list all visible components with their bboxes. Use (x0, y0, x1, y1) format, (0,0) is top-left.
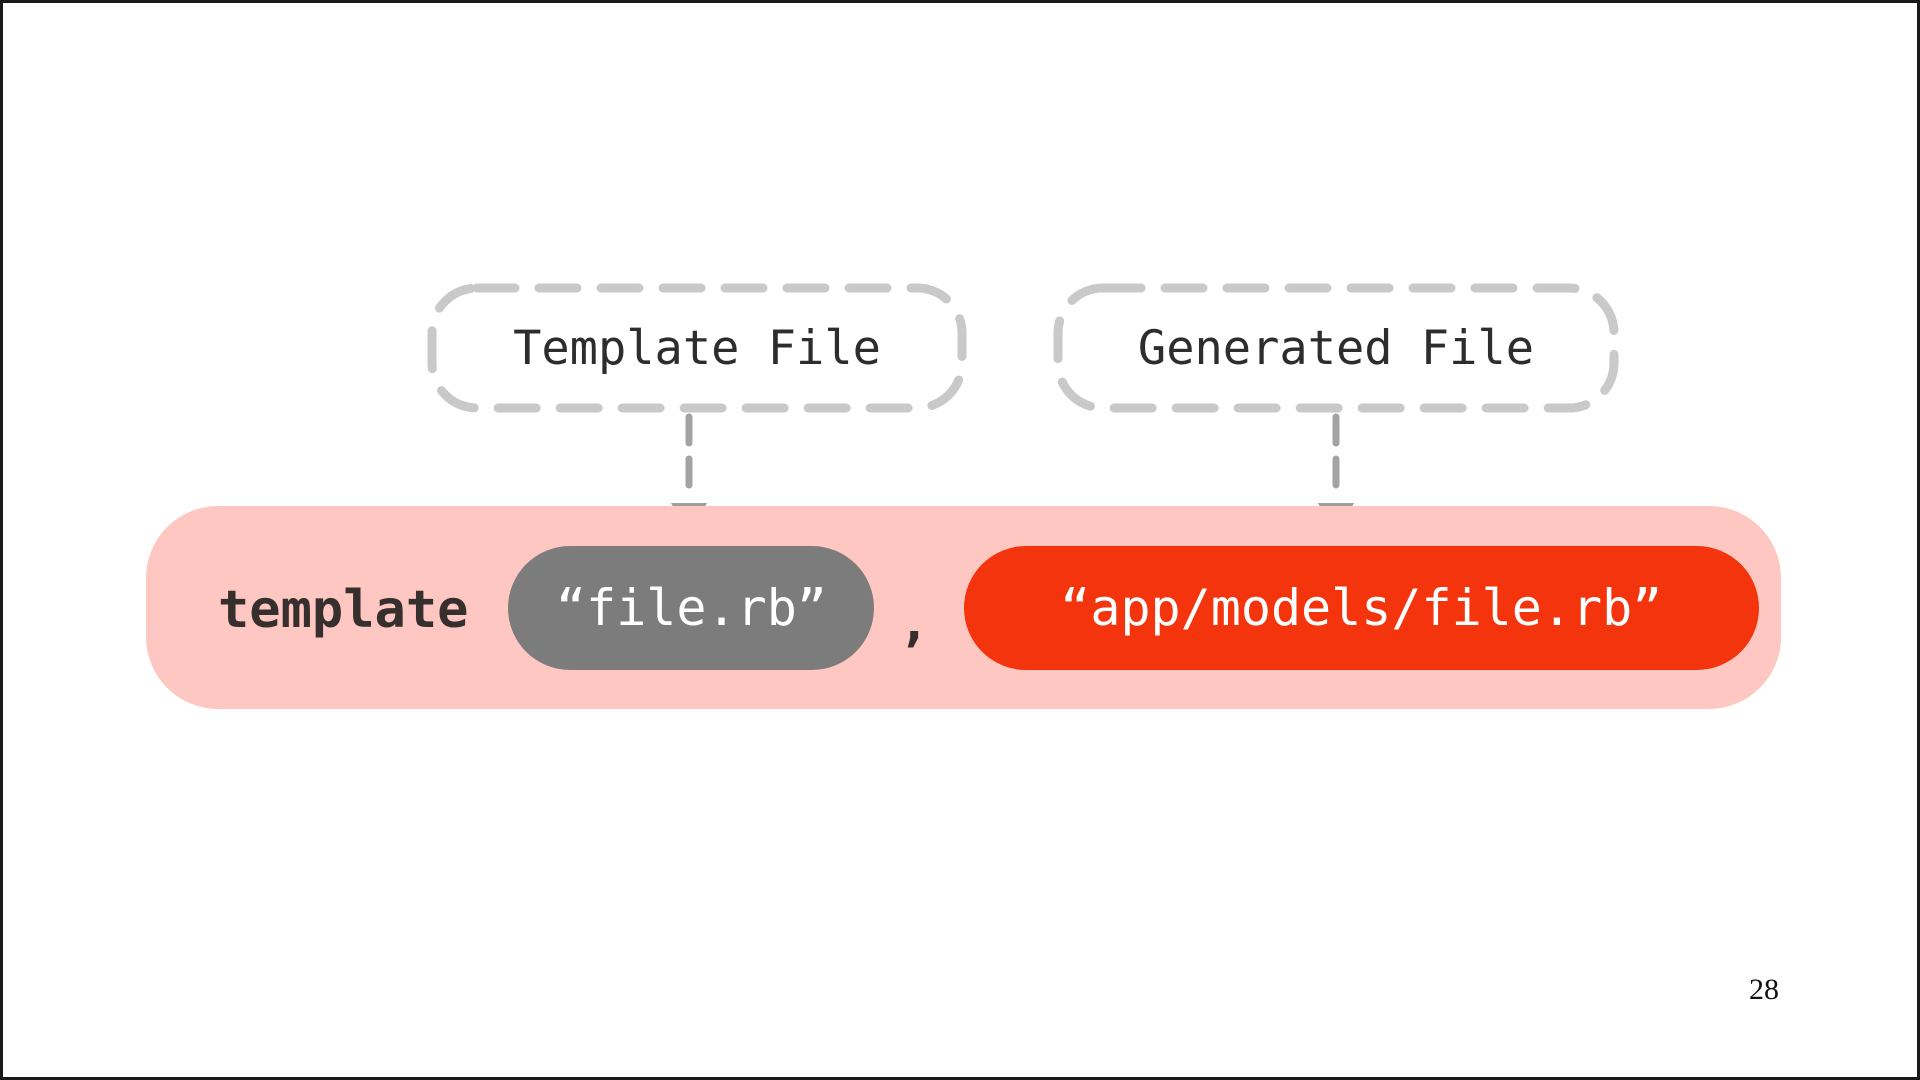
template-file-arg-text: “file.rb” (555, 578, 827, 637)
dashed-box-outline-generated-file (1053, 283, 1619, 413)
template-file-arg-pill: “file.rb” (508, 545, 875, 670)
code-keyword: template (218, 579, 469, 640)
dashed-box-outline-template-file (427, 283, 967, 413)
generated-file-arg-text: “app/models/file.rb” (1060, 578, 1663, 637)
page-number: 28 (1749, 973, 1779, 1006)
label-generated-file: Generated File (1053, 283, 1619, 413)
code-bar: template “file.rb” , “app/models/file.rb… (146, 506, 1781, 709)
generated-file-arg-pill: “app/models/file.rb” (963, 545, 1759, 670)
label-template-file: Template File (427, 283, 967, 413)
label-generated-file-text: Generated File (1137, 320, 1535, 376)
code-comma: , (898, 592, 930, 653)
label-template-file-text: Template File (513, 320, 881, 376)
